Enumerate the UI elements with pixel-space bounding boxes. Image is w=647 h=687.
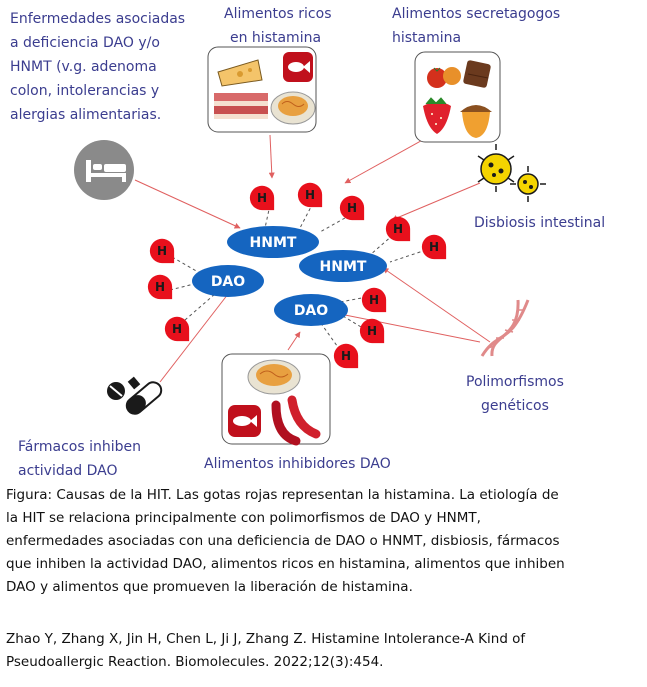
label-line: Enfermedades asociadas: [10, 11, 186, 27]
bacon-icon: [214, 93, 268, 119]
histamine-drop: H: [147, 274, 173, 300]
svg-text:DAO: DAO: [294, 303, 328, 319]
citation-line: Zhao Y, Zhang X, Jin H, Chen L, Ji J, Zh…: [6, 631, 526, 647]
histamine-drop: H: [421, 234, 447, 260]
sausage-icon: [271, 395, 321, 446]
bacteria-icon: [477, 144, 546, 202]
histamine-drop: H: [361, 287, 387, 313]
pills-icon: [107, 376, 163, 415]
histamine-drop: H: [339, 195, 365, 221]
foods-inhibitor-panel: [221, 353, 331, 446]
svg-text:DAO: DAO: [211, 274, 245, 290]
foods-rich-panel: [207, 46, 317, 133]
hnmt-enzyme-2: HNMT: [299, 250, 387, 282]
histamine-drop: H: [149, 238, 175, 264]
svg-text:H: H: [369, 293, 379, 307]
caption-line: la HIT se relaciona principalmente con p…: [6, 510, 481, 526]
label-line: HNMT (v.g. adenoma: [10, 59, 157, 75]
label-line: Alimentos secretagogos: [392, 6, 561, 22]
hnmt-enzyme-1: HNMT: [227, 226, 319, 258]
histamine-drop: H: [385, 216, 411, 242]
label-line: a deficiencia DAO y/o: [10, 35, 160, 51]
label-line: Fármacos inhiben: [18, 439, 141, 455]
label-line: histamina: [392, 30, 462, 46]
label-line: en histamina: [230, 30, 322, 46]
svg-text:H: H: [257, 191, 267, 205]
pasta-icon: [247, 359, 301, 395]
svg-text:H: H: [341, 349, 351, 363]
nut-icon: [460, 105, 492, 138]
caption-line: que inhiben la actividad DAO, alimentos …: [6, 556, 565, 572]
label-farmacos: Fármacos inhiben actividad DAO: [18, 435, 141, 483]
label-line: Polimorfismos: [466, 374, 564, 390]
label-alimentos-inhibidores: Alimentos inhibidores DAO: [204, 456, 391, 472]
cheese-icon: [217, 59, 263, 87]
citation-line: Pseudoallergic Reaction. Biomolecules. 2…: [6, 654, 384, 670]
histamine-drop: H: [164, 316, 190, 342]
label-line: alergias alimentarias.: [10, 107, 162, 123]
histamine-drop: H: [249, 185, 275, 211]
fish-icon: [283, 52, 313, 82]
label-polimorfismos: Polimorfismos genéticos: [466, 370, 564, 418]
figure-caption: Figura: Causas de la HIT. Las gotas roja…: [6, 484, 644, 599]
histamine-drops: H H H H H H H H H H H: [147, 182, 447, 369]
svg-text:H: H: [393, 222, 403, 236]
svg-text:H: H: [172, 322, 182, 336]
fish-icon: [228, 405, 261, 437]
svg-text:H: H: [429, 240, 439, 254]
pasta-icon: [270, 91, 316, 125]
strawberry-icon: [423, 97, 451, 134]
caption-line: Figura: Causas de la HIT. Las gotas roja…: [6, 487, 559, 503]
label-line: actividad DAO: [18, 463, 118, 479]
label-enfermedades: Enfermedades asociadas a deficiencia DAO…: [10, 7, 185, 127]
svg-text:H: H: [157, 244, 167, 258]
label-alimentos-ricos: Alimentos ricos en histamina: [224, 2, 331, 50]
bed-icon: [74, 140, 134, 200]
label-line: Alimentos ricos: [224, 6, 332, 22]
svg-text:HNMT: HNMT: [250, 235, 297, 251]
histamine-drop: H: [359, 318, 385, 344]
dao-enzyme-2: DAO: [274, 294, 348, 326]
label-disbiosis: Disbiosis intestinal: [474, 215, 606, 231]
label-line: genéticos: [480, 398, 549, 414]
label-alimentos-secretagogos: Alimentos secretagogos histamina: [392, 2, 560, 50]
svg-text:H: H: [305, 188, 315, 202]
svg-text:HNMT: HNMT: [320, 259, 367, 275]
dna-icon: [480, 299, 530, 357]
histamine-drop: H: [297, 182, 323, 208]
chocolate-icon: [463, 60, 491, 88]
svg-text:H: H: [347, 201, 357, 215]
dao-enzyme-1: DAO: [192, 265, 264, 297]
tomato-icon: [427, 67, 461, 88]
histamine-drop: H: [333, 343, 359, 369]
svg-text:H: H: [155, 280, 165, 294]
label-line: colon, intolerancias y: [10, 83, 160, 99]
svg-text:H: H: [367, 324, 377, 338]
citation: Zhao Y, Zhang X, Jin H, Chen L, Ji J, Zh…: [6, 628, 644, 674]
caption-line: DAO y alimentos que promueven la liberac…: [6, 579, 413, 595]
foods-secretagogue-panel: [414, 51, 501, 143]
caption-line: enfermedades asociadas con una deficienc…: [6, 533, 560, 549]
